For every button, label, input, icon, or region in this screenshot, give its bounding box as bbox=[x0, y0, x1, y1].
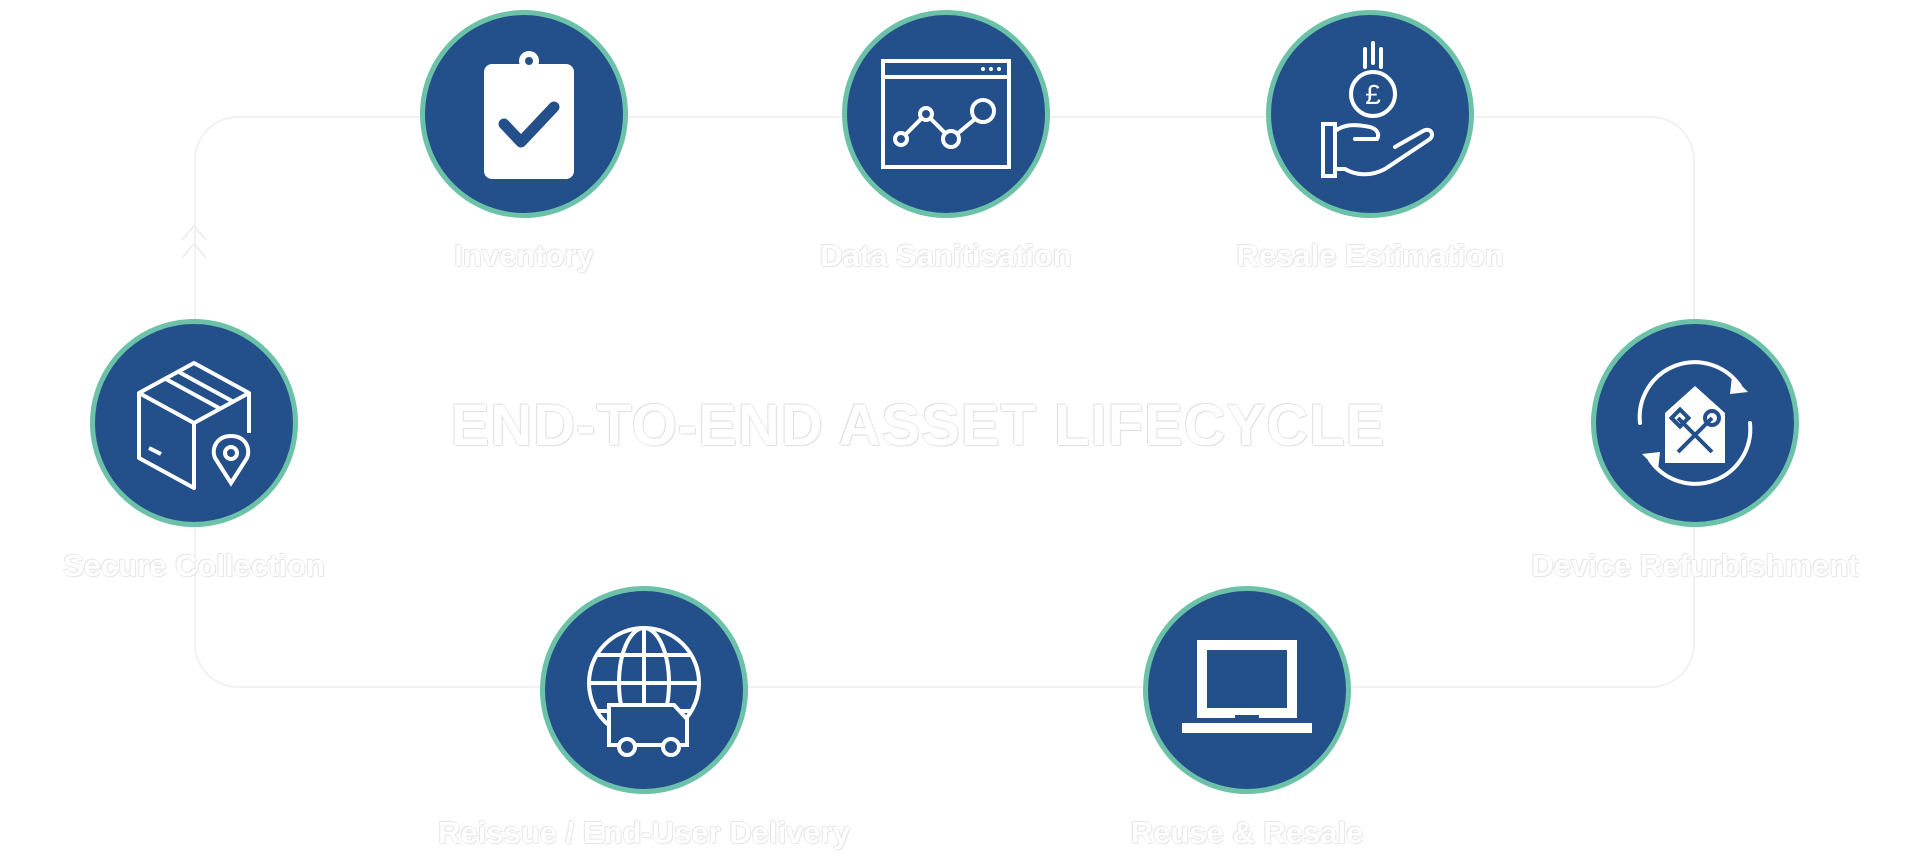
step-reuse-resale bbox=[1143, 586, 1351, 794]
step-device-refurbishment bbox=[1591, 319, 1799, 527]
step-resale-estimation: £ bbox=[1266, 10, 1474, 218]
laptop-icon bbox=[1182, 640, 1312, 733]
step-label: Device Refurbishment bbox=[1531, 548, 1859, 583]
step-data-sanitisation bbox=[842, 10, 1050, 218]
step-label: Inventory bbox=[454, 238, 594, 273]
box-location-icon bbox=[137, 361, 251, 490]
step-label: Secure Collection bbox=[63, 548, 325, 583]
refurbish-tools-icon bbox=[1637, 360, 1753, 486]
analytics-window-icon bbox=[881, 59, 1011, 169]
svg-text:£: £ bbox=[1365, 79, 1381, 110]
step-label: Data Sanitisation bbox=[820, 238, 1072, 273]
chevron-up-icon bbox=[181, 224, 207, 241]
chevron-up-icon bbox=[181, 242, 207, 259]
step-label: Reissue / End-User Delivery bbox=[438, 815, 850, 850]
step-inventory bbox=[420, 10, 628, 218]
globe-delivery-truck-icon bbox=[587, 626, 701, 757]
step-label: Resale Estimation bbox=[1236, 238, 1504, 273]
step-reissue-delivery bbox=[540, 586, 748, 794]
step-secure-collection bbox=[90, 319, 298, 527]
hand-pound-coin-icon: £ bbox=[1321, 41, 1434, 178]
step-label: Reuse & Resale bbox=[1130, 815, 1364, 850]
clipboard-check-icon bbox=[484, 51, 574, 179]
diagram-title: END-TO-END ASSET LIFECYCLE bbox=[450, 393, 1386, 458]
